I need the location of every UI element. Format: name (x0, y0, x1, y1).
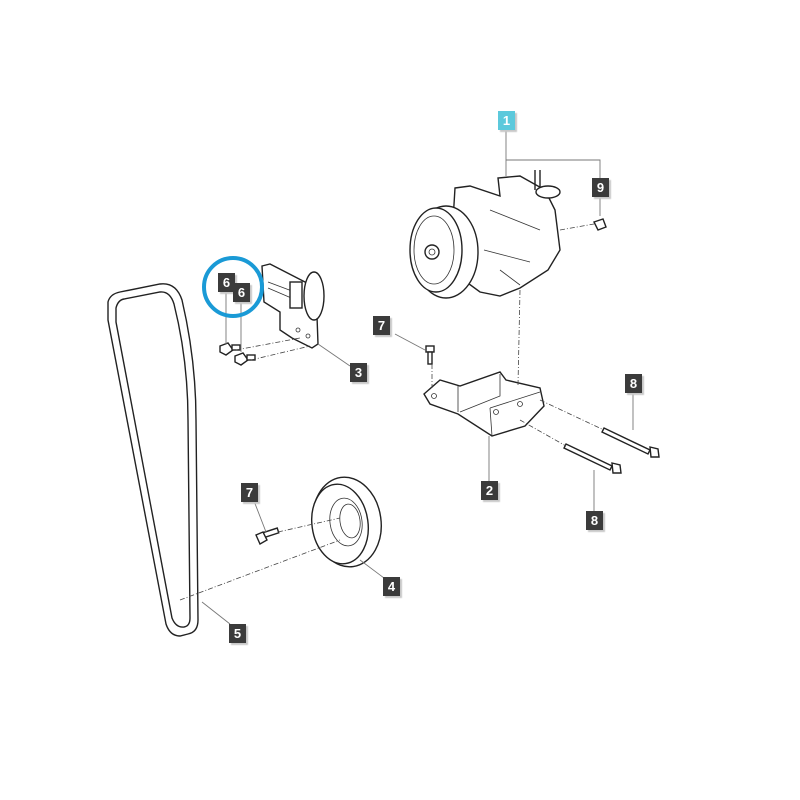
tensioner-bracket-drawing[interactable] (261, 263, 325, 349)
callout-3[interactable]: 3 (350, 363, 367, 382)
highlight-circle (202, 256, 264, 318)
compressor-bracket-drawing[interactable] (423, 371, 545, 437)
bolt-drawing[interactable] (255, 527, 280, 545)
callout-6[interactable]: 6 (233, 283, 250, 302)
callout-9[interactable]: 9 (592, 178, 609, 197)
callout-8[interactable]: 8 (625, 374, 642, 393)
callout-7[interactable]: 7 (241, 483, 258, 502)
belt-drawing[interactable] (107, 283, 199, 637)
callout-2[interactable]: 2 (481, 481, 498, 500)
bolt-drawing[interactable] (425, 345, 435, 365)
callout-6[interactable]: 6 (218, 273, 235, 292)
callout-1[interactable]: 1 (498, 111, 515, 130)
callout-8[interactable]: 8 (586, 511, 603, 530)
callout-4[interactable]: 4 (383, 577, 400, 596)
compressor-drawing[interactable] (409, 170, 607, 299)
callout-7[interactable]: 7 (373, 316, 390, 335)
bolt-drawing[interactable] (219, 342, 256, 366)
pulley-drawing[interactable] (307, 473, 387, 572)
callout-5[interactable]: 5 (229, 624, 246, 643)
long-bolt-drawing[interactable] (563, 427, 660, 474)
